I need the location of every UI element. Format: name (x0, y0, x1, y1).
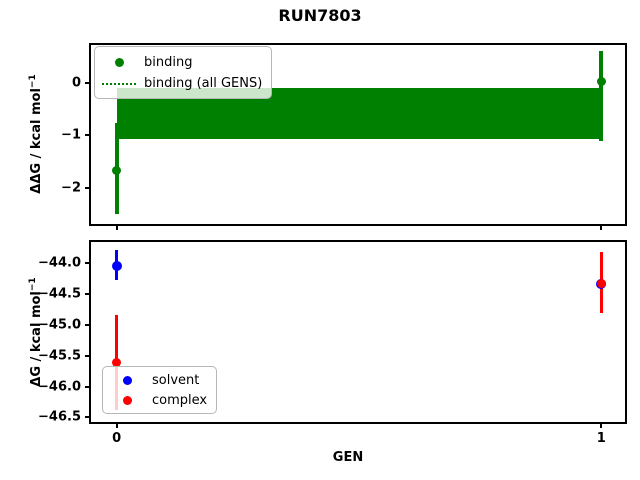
complex-dot-icon (110, 395, 144, 405)
binding-error-bar (599, 51, 604, 141)
legend-item-binding: binding (102, 52, 262, 73)
binding-dot-icon (102, 58, 136, 67)
y-tick-label: −45.5 (38, 348, 81, 364)
legend-item-binding-label: binding (144, 55, 193, 70)
solvent-data-point (111, 260, 122, 271)
y-tick-mark (85, 293, 89, 296)
binding-data-point (112, 165, 122, 175)
legend-item-complex-label: complex (152, 392, 208, 408)
x-axis-label: GEN (332, 450, 364, 465)
y-tick-label: −1 (61, 127, 81, 143)
legend-item-solvent: solvent (110, 370, 207, 390)
y-tick-mark (85, 262, 89, 265)
y-tick-label: −2 (61, 180, 81, 196)
y-tick-label: −45.0 (38, 317, 81, 333)
complex-data-point (112, 357, 122, 367)
x-tick-label: 0 (112, 431, 122, 446)
legend-item-solvent-label: solvent (152, 372, 200, 388)
y-axis-label-ddg: ΔΔG / kcal mol−1 (28, 74, 44, 193)
y-tick-mark (85, 134, 89, 137)
chart-title: RUN7803 (278, 6, 362, 25)
y-tick-label: −46.0 (38, 379, 81, 395)
legend-item-complex: complex (110, 390, 207, 410)
y-tick-mark (85, 385, 89, 388)
y-axis-label-dg-text: ΔG / kcal mol (29, 291, 45, 387)
y-tick-mark (85, 187, 89, 190)
x-tick-mark (115, 424, 118, 428)
y-tick-label: −44.0 (38, 255, 81, 271)
legend-dg: solvent complex (102, 366, 218, 414)
legend-binding: binding binding (all GENS) (94, 46, 273, 99)
x-tick-label: 1 (596, 431, 606, 446)
y-tick-label: −44.5 (38, 286, 81, 302)
solvent-dot-icon (110, 375, 144, 385)
x-tick-mark (600, 226, 603, 230)
y-axis-label-dg: ΔG / kcal mol−1 (28, 277, 44, 386)
y-tick-mark (85, 416, 89, 419)
y-axis-label-ddg-text: ΔΔG / kcal mol (29, 88, 45, 194)
binding-dotted-line-icon (102, 82, 136, 85)
y-tick-mark (85, 81, 89, 84)
complex-data-point (596, 278, 606, 288)
x-tick-mark (115, 226, 118, 230)
y-tick-label: 0 (71, 75, 81, 91)
binding-data-point (596, 76, 606, 86)
x-tick-mark (600, 424, 603, 428)
subplot-binding-ddg: 0 −1 −2 (61, 43, 627, 230)
y-axis-label-ddg-exponent: −1 (27, 74, 38, 89)
legend-item-binding-all-gens: binding (all GENS) (102, 73, 262, 94)
y-axis-label-dg-exponent: −1 (27, 277, 38, 292)
y-tick-mark (85, 323, 89, 326)
subplot-dg: −44.0 −44.5 −45.0 −45.5 −46.0 −46.5 0 1 (38, 240, 627, 446)
y-tick-label: −46.5 (38, 409, 81, 425)
y-tick-mark (85, 354, 89, 357)
legend-item-binding-all-gens-label: binding (all GENS) (144, 76, 263, 91)
